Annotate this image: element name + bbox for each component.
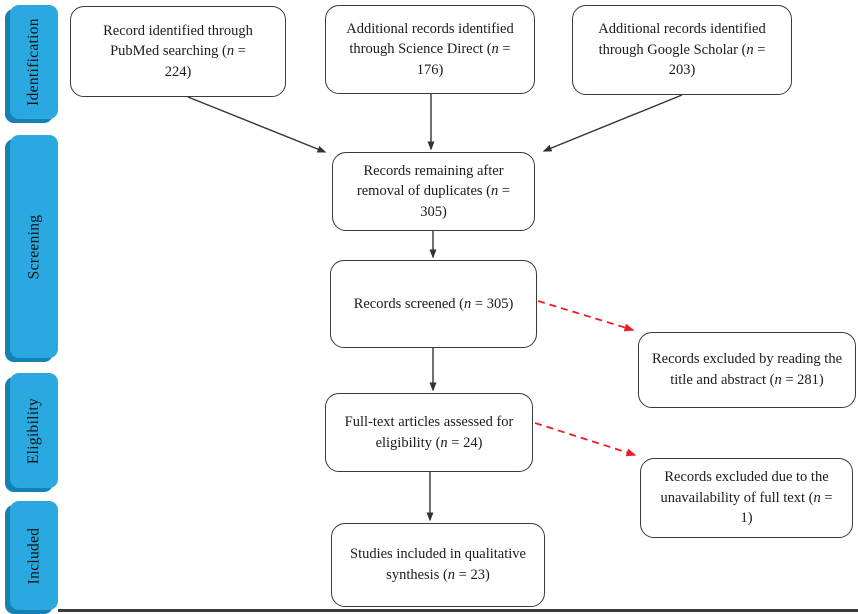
node-science-text: Additional records identified through Sc… [340,19,520,81]
node-text: = 305) [420,183,511,220]
stage-band-eligibility: Eligibility [10,373,58,488]
node-text: Records excluded due to the unavailabili… [660,469,829,506]
node-text: Records excluded by reading the title an… [651,351,843,388]
node-dedupe-text: Records remaining after removal of dupli… [349,161,519,223]
arrow-pubmed-to-dedupe [187,96,327,153]
node-fulltext-assessed: Full-text articles assessed for eligibil… [325,393,533,472]
stage-band-included: Included [10,501,58,610]
node-excl1-text: Records excluded by reading the title an… [647,349,847,390]
node-records-screened: Records screened (n = 305) [330,260,537,348]
node-text: = 23) [455,567,490,583]
node-text: = 281) [781,372,824,388]
stage-label-eligibility: Eligibility [25,397,43,464]
node-text: Record identified through PubMed searchi… [103,22,253,60]
arrow-screened-to-excluded-title-abstract [537,300,635,332]
node-google-scholar-records: Additional records identified through Go… [572,5,792,95]
node-google-text: Additional records identified through Go… [592,19,772,81]
node-text: Additional records identified through Sc… [346,20,514,58]
node-n: n [813,489,821,506]
node-pubmed-records: Record identified through PubMed searchi… [70,6,286,97]
stage-label-identification: Identification [25,18,43,106]
node-text: Studies included in qualitative synthesi… [350,546,526,583]
node-n: n [491,183,499,200]
node-studies-text: Studies included in qualitative synthesi… [341,544,536,585]
node-text: = 24) [447,434,483,451]
node-n: n [774,372,782,388]
node-n: n [491,41,499,58]
stage-band-identification: Identification [10,5,58,119]
node-fulltext-text: Full-text articles assessed for eligibil… [337,412,522,453]
node-excl2-text: Records excluded due to the unavailabili… [654,467,839,529]
node-n: n [746,41,754,58]
node-text: Full-text articles assessed for eligibil… [344,413,514,451]
node-records-after-dedup: Records remaining after removal of dupli… [332,152,535,231]
node-n: n [440,434,448,451]
node-excluded-fulltext-unavailable: Records excluded due to the unavailabili… [640,458,853,538]
node-text: Records remaining after removal of dupli… [356,162,504,200]
node-text: = 224) [164,43,246,80]
node-screened-text: Records screened (n = 305) [339,294,529,315]
node-n: n [464,295,472,312]
node-text: Additional records identified through Go… [598,21,766,58]
node-text: = 1) [740,489,833,527]
node-excluded-title-abstract: Records excluded by reading the title an… [638,332,856,408]
node-studies-included: Studies included in qualitative synthesi… [331,523,545,607]
node-pubmed-text: Record identified through PubMed searchi… [103,21,253,83]
node-text: Records screened ( [353,295,465,312]
figure-bottom-rule [58,609,858,612]
node-text: = 176) [416,41,511,78]
stage-label-screening: Screening [25,214,42,279]
node-n: n [447,567,456,583]
arrow-fulltext-to-excluded-fulltext [534,422,637,457]
node-science-direct-records: Additional records identified through Sc… [325,5,535,94]
node-text: = 305) [471,295,514,312]
node-n: n [226,43,235,60]
arrow-google-to-dedupe [542,94,683,152]
stage-band-screening: Screening [10,135,58,358]
stage-label-included: Included [25,527,43,584]
node-text: = 203) [668,41,766,79]
